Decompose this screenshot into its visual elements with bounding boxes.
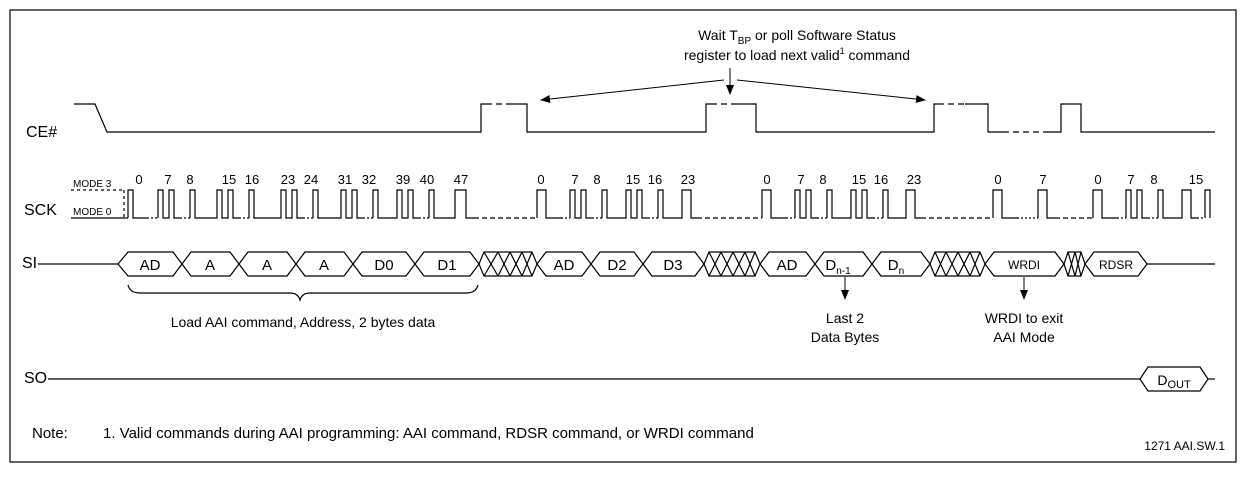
si-cell-label-dn: Dn: [888, 257, 904, 277]
clock-label: 23: [907, 172, 921, 187]
si-cell-label: D3: [663, 257, 682, 274]
figure-id: 1271 AAI.SW.1: [1144, 439, 1225, 453]
clock-label: 7: [797, 172, 804, 187]
sck-signal-label: SCK: [24, 202, 57, 219]
clock-label: 0: [1094, 172, 1101, 187]
note-label: Note:: [32, 425, 68, 442]
si-cell-label: AD: [140, 257, 161, 274]
clock-label: 15: [1189, 172, 1203, 187]
ce-signal-label: CE#: [26, 124, 57, 141]
si-cell-label: A: [319, 257, 329, 274]
clock-label: 8: [819, 172, 826, 187]
clock-label: 31: [338, 172, 352, 187]
load-annotation: Load AAI command, Address, 2 bytes data: [171, 314, 436, 330]
callout-line-1: Wait TBP or poll Software Status: [698, 27, 896, 47]
clock-label: 16: [648, 172, 662, 187]
si-cell-label: RDSR: [1099, 258, 1133, 272]
clock-label: 32: [362, 172, 376, 187]
so-waveform: [48, 366, 1215, 392]
load-group-brace: [127, 284, 479, 303]
clock-label: 8: [186, 172, 193, 187]
so-signal-label: SO: [24, 370, 47, 387]
wrdi-annotation-line1: WRDI to exit: [985, 310, 1064, 326]
clock-label: 16: [245, 172, 259, 187]
clock-label: 7: [1039, 172, 1046, 187]
callout-line-2: register to load next valid1 command: [684, 46, 910, 63]
si-cell-label: D2: [607, 257, 626, 274]
si-cell-label: A: [262, 257, 272, 274]
si-cell-label: D1: [437, 257, 456, 274]
so-dout-label: DOUT: [1157, 372, 1191, 391]
clock-label: 23: [681, 172, 695, 187]
si-cell-label: AD: [777, 257, 798, 274]
callout-arrows: [540, 68, 926, 104]
clock-label: 47: [454, 172, 468, 187]
note-text: 1. Valid commands during AAI programming…: [103, 425, 754, 442]
clock-label: 7: [1127, 172, 1134, 187]
clock-label: 8: [1150, 172, 1157, 187]
last2-annotation-line1: Last 2: [826, 310, 864, 326]
si-cell-label: D0: [374, 257, 393, 274]
last2-annotation-line2: Data Bytes: [811, 329, 879, 345]
mode3-label: MODE 3: [73, 179, 112, 190]
sck-waveform: [71, 189, 1211, 219]
clock-label: 16: [874, 172, 888, 187]
clock-label: 7: [164, 172, 171, 187]
clock-label: 0: [537, 172, 544, 187]
si-cell-label-dn1: Dn-1: [825, 257, 851, 277]
clock-labels: 0 7 8 15 16 23 24 31 32 39 40 47 0 7 8 1…: [135, 172, 1203, 187]
annotation-arrows: [841, 277, 1028, 300]
si-cell-labels: AD A A A D0 D1 AD D2 D3 AD Dn-1 Dn WRDI …: [140, 257, 1134, 277]
clock-label: 15: [852, 172, 866, 187]
figure-frame: [9, 9, 1237, 463]
si-signal-label: SI: [22, 255, 37, 272]
ce-waveform: [74, 103, 1215, 133]
clock-label: 7: [571, 172, 578, 187]
clock-label: 39: [396, 172, 410, 187]
mode0-label: MODE 0: [73, 207, 112, 218]
clock-label: 40: [420, 172, 434, 187]
clock-label: 8: [593, 172, 600, 187]
clock-label: 0: [994, 172, 1001, 187]
clock-label: 23: [281, 172, 295, 187]
clock-label: 0: [135, 172, 142, 187]
si-cell-label: AD: [554, 257, 575, 274]
clock-label: 24: [304, 172, 318, 187]
si-waveform: [38, 251, 1215, 277]
clock-label: 15: [222, 172, 236, 187]
clock-label: 0: [763, 172, 770, 187]
si-cell-label: A: [205, 257, 215, 274]
wrdi-annotation-line2: AAI Mode: [993, 329, 1055, 345]
si-cell-label: WRDI: [1008, 258, 1040, 272]
clock-label: 15: [626, 172, 640, 187]
